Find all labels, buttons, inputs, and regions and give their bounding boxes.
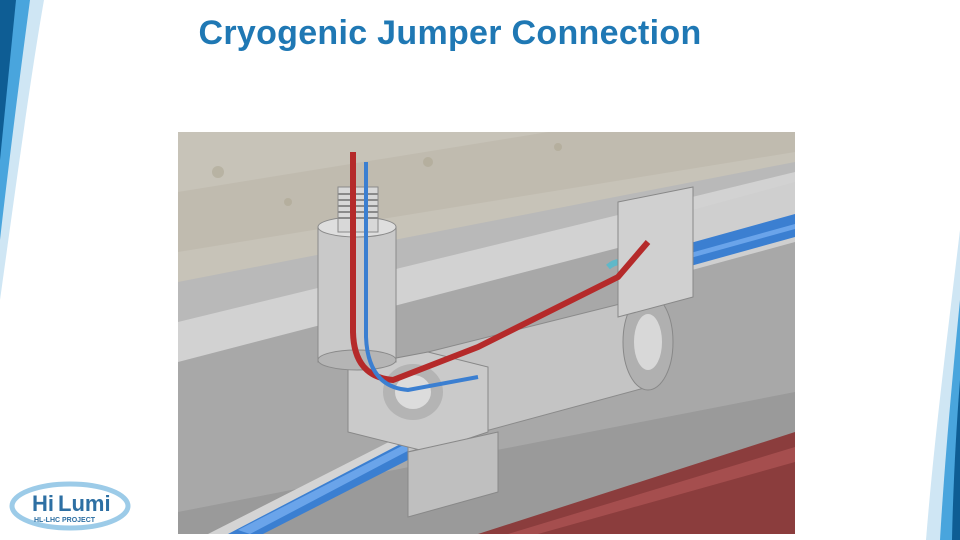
- hilumi-logo: Hi Lumi HL-LHC PROJECT: [9, 481, 131, 531]
- logo-tagline: HL-LHC PROJECT: [34, 517, 96, 524]
- cad-cutaway-illustration: [178, 132, 795, 534]
- logo-name-part2: Lumi: [58, 491, 111, 516]
- slide-title: Cryogenic Jumper Connection: [198, 14, 702, 52]
- left-swoosh-decoration: [0, 0, 44, 300]
- logo-name-part1: Hi: [32, 491, 54, 516]
- cryogenic-jumper-render: [178, 132, 795, 534]
- right-swoosh-decoration: [926, 230, 960, 540]
